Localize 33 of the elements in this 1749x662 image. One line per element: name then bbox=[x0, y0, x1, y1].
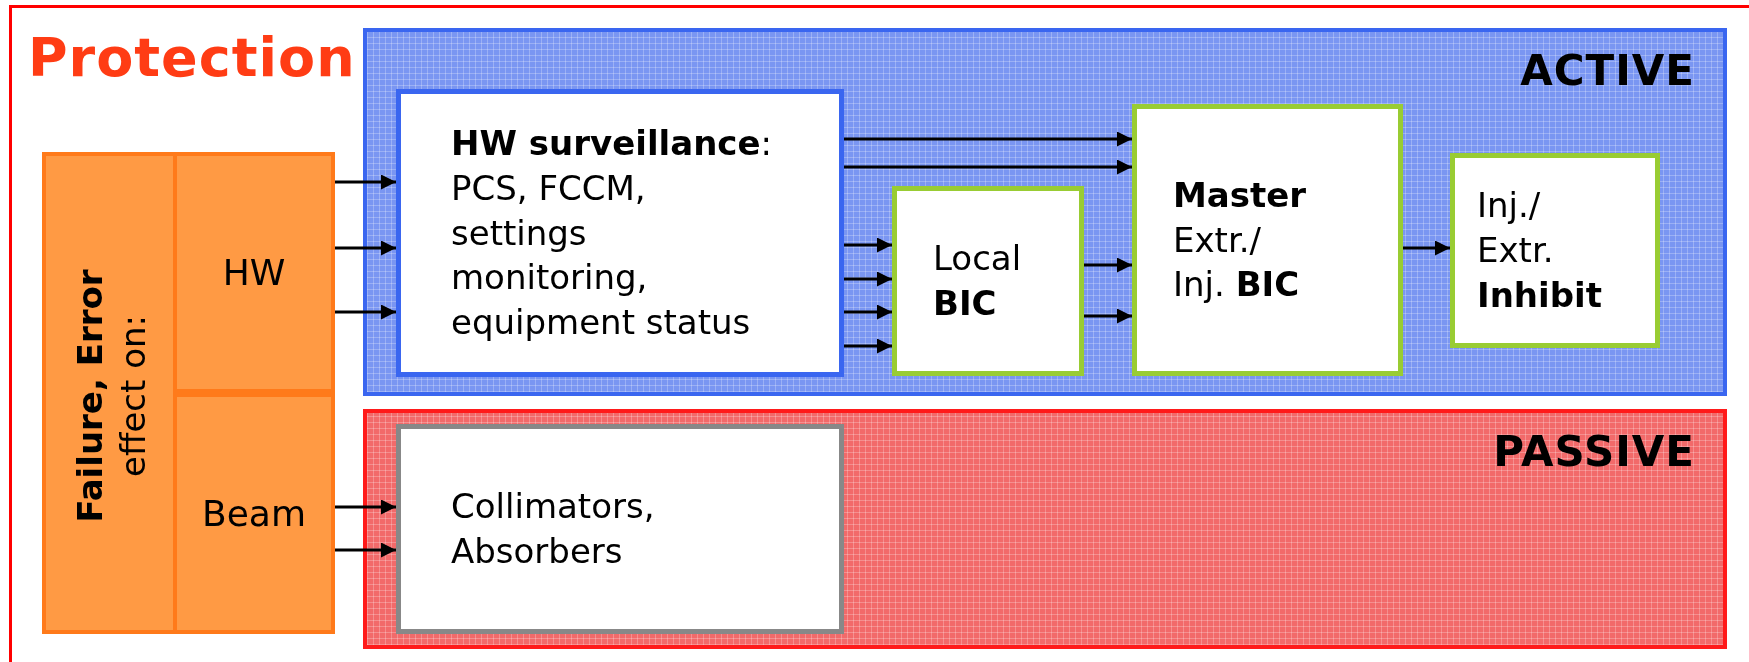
arrow bbox=[844, 271, 892, 287]
process-box bbox=[396, 89, 844, 377]
box-label: HW surveillance: PCS, FCCM, settings monitoring, equipment status bbox=[451, 121, 774, 345]
diagram-title: Protection bbox=[28, 26, 356, 89]
arrow bbox=[844, 159, 1132, 175]
process-box bbox=[396, 424, 844, 634]
box-label: Local BIC bbox=[933, 237, 1023, 325]
arrow bbox=[844, 304, 892, 320]
zone-panel bbox=[363, 409, 1727, 649]
arrow bbox=[335, 304, 396, 320]
process-box bbox=[1132, 104, 1403, 376]
box-label: Inj./ Extr. Inhibit bbox=[1477, 184, 1603, 317]
zone-label: PASSIVE bbox=[1493, 427, 1695, 476]
arrow bbox=[335, 174, 396, 190]
process-box bbox=[1450, 153, 1660, 348]
zone-label: ACTIVE bbox=[1520, 46, 1695, 95]
arrow bbox=[1084, 308, 1132, 324]
zone-panel bbox=[363, 28, 1727, 396]
cell-label: Beam bbox=[202, 493, 306, 534]
arrow bbox=[844, 131, 1132, 147]
category-column bbox=[42, 152, 335, 634]
arrow bbox=[1084, 257, 1132, 273]
arrow bbox=[335, 542, 396, 558]
arrow bbox=[844, 338, 892, 354]
process-box bbox=[892, 186, 1084, 376]
column-label: Failure, Error effect on: bbox=[68, 268, 153, 525]
cell-label: HW bbox=[222, 252, 286, 293]
arrow bbox=[335, 240, 396, 256]
arrow bbox=[1403, 240, 1450, 256]
box-label: Master Extr./ Inj. BIC bbox=[1173, 173, 1308, 307]
arrow bbox=[844, 237, 892, 253]
box-label: Collimators, Absorbers bbox=[451, 485, 656, 573]
arrow bbox=[335, 499, 396, 515]
